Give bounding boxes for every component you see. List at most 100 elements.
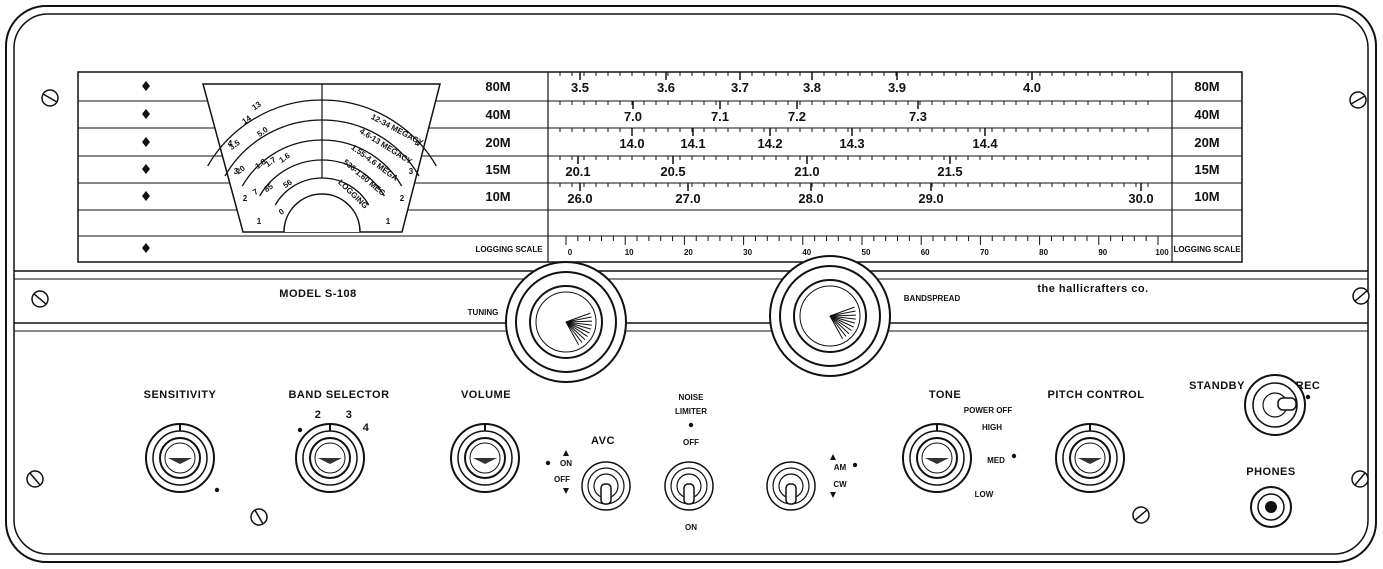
- noise-label: NOISE: [679, 393, 705, 402]
- tone-label: TONE: [929, 389, 961, 401]
- dial-frequency-mark: 14.2: [757, 136, 782, 151]
- band-label-right: 15M: [1194, 162, 1219, 177]
- logging-mark: 60: [921, 248, 930, 257]
- band-selector-label: BAND SELECTOR: [288, 389, 389, 401]
- indicator-dot-icon: [688, 422, 694, 428]
- sensitivity-knob[interactable]: [145, 423, 215, 493]
- logging-mark: 40: [802, 248, 811, 257]
- name-bar: MODEL S-108 the hallicrafters co. TUNING…: [14, 270, 1368, 332]
- band-label-left: 10M: [485, 189, 510, 204]
- maker-label: the hallicrafters co.: [1037, 283, 1148, 295]
- screw-icon: [1132, 506, 1150, 524]
- dial-frequency-mark: 14.4: [972, 136, 998, 151]
- noise-limiter-toggle[interactable]: [664, 461, 714, 511]
- tuning-label: TUNING: [468, 308, 499, 317]
- am-cw-arrows-icon: [830, 454, 836, 498]
- logging-mark: 20: [684, 248, 693, 257]
- dial-frequency-mark: 7.3: [909, 109, 927, 124]
- fan-number-right: 1: [386, 217, 391, 226]
- dial-frequency-mark: 7.1: [711, 109, 729, 124]
- fan-inner-mark: 7: [251, 187, 260, 197]
- logging-label-right: LOGGING SCALE: [1173, 245, 1241, 254]
- fan-number-left: 4: [228, 139, 233, 148]
- pointer-diamond-icon: [142, 109, 150, 119]
- band-pos-4: 4: [363, 422, 370, 434]
- dial-frequency-mark: 30.0: [1128, 191, 1153, 206]
- dial-frequency-mark: 27.0: [675, 191, 700, 206]
- dial-frequency-mark: 26.0: [567, 191, 592, 206]
- power-off-label: POWER OFF: [964, 406, 1013, 415]
- screw-icon: [41, 89, 59, 107]
- band-label-right: 20M: [1194, 135, 1219, 150]
- dial-frequency-mark: 7.2: [788, 109, 806, 124]
- nl-on-label: ON: [685, 523, 697, 532]
- pitch-control-knob[interactable]: [1055, 423, 1125, 493]
- control-labels: SENSITIVITY BAND SELECTOR 1 2 3 4 VOLUME…: [144, 380, 1320, 532]
- indicator-dot-icon: [545, 460, 551, 466]
- tuning-knob[interactable]: [505, 261, 627, 383]
- fan-number-left: 1: [257, 217, 262, 226]
- sensitivity-label: SENSITIVITY: [144, 389, 217, 401]
- avc-toggle[interactable]: [581, 461, 631, 511]
- logging-mark: 100: [1155, 248, 1169, 257]
- dial-frequency-mark: 3.5: [571, 80, 589, 95]
- fan-inner-mark: 0: [277, 207, 286, 217]
- indicator-dot-icon: [1305, 394, 1311, 400]
- indicator-dot-icon: [1011, 453, 1017, 459]
- pointer-diamond-icon: [142, 243, 150, 253]
- dial-frequency-mark: 20.1: [565, 164, 590, 179]
- band-selector-knob[interactable]: [295, 423, 365, 493]
- volume-label: VOLUME: [461, 389, 511, 401]
- logging-mark: 10: [625, 248, 634, 257]
- pointer-diamond-icon: [142, 164, 150, 174]
- indicator-dot-icon: [852, 462, 858, 468]
- limiter-label: LIMITER: [675, 407, 707, 416]
- avc-off-label: OFF: [554, 475, 570, 484]
- band-label-left: 40M: [485, 107, 510, 122]
- indicator-dot-icon: [214, 487, 220, 493]
- am-cw-toggle[interactable]: [766, 461, 816, 511]
- bandspread-knob[interactable]: [769, 255, 891, 377]
- low-label: LOW: [975, 490, 994, 499]
- logging-mark: 90: [1098, 248, 1107, 257]
- fan-number-left: 3: [234, 167, 239, 176]
- fan-number-right: 3: [409, 167, 414, 176]
- band-label-left: 80M: [485, 79, 510, 94]
- indicator-dot-icon: [297, 427, 303, 433]
- band-label-left: 20M: [485, 135, 510, 150]
- high-label: HIGH: [982, 423, 1002, 432]
- cw-label: CW: [833, 480, 847, 489]
- nl-off-label: OFF: [683, 438, 699, 447]
- dial-frequency-mark: 3.9: [888, 80, 906, 95]
- tone-knob[interactable]: [902, 423, 972, 493]
- avc-label: AVC: [591, 435, 615, 447]
- screw-icon: [1352, 287, 1370, 305]
- logging-mark: 70: [980, 248, 989, 257]
- logging-mark: 0: [568, 248, 573, 257]
- pointer-diamond-icon: [142, 191, 150, 201]
- standby-switch[interactable]: [1244, 374, 1306, 436]
- band-label-right: 80M: [1194, 79, 1219, 94]
- fan-number-right: 4: [415, 139, 420, 148]
- dial-frequency-mark: 3.7: [731, 80, 749, 95]
- avc-arrows-icon: [563, 450, 569, 494]
- screw-icon: [31, 290, 49, 308]
- fan-arc: [274, 177, 370, 206]
- volume-knob[interactable]: [450, 423, 520, 493]
- phones-label: PHONES: [1246, 466, 1295, 478]
- dial-frequency-mark: 4.0: [1023, 80, 1041, 95]
- model-label: MODEL S-108: [279, 288, 356, 300]
- fan-number-left: 2: [243, 194, 248, 203]
- dial-frequency-mark: 7.0: [624, 109, 642, 124]
- am-label: AM: [834, 463, 847, 472]
- dial-frequency-mark: 14.0: [619, 136, 644, 151]
- logging-label-left: LOGGING SCALE: [475, 245, 543, 254]
- pitch-control-label: PITCH CONTROL: [1048, 389, 1145, 401]
- band-pos-2: 2: [315, 409, 322, 421]
- phones-jack[interactable]: [1250, 486, 1292, 528]
- avc-on-label: ON: [560, 459, 572, 468]
- pointer-diamond-icon: [142, 137, 150, 147]
